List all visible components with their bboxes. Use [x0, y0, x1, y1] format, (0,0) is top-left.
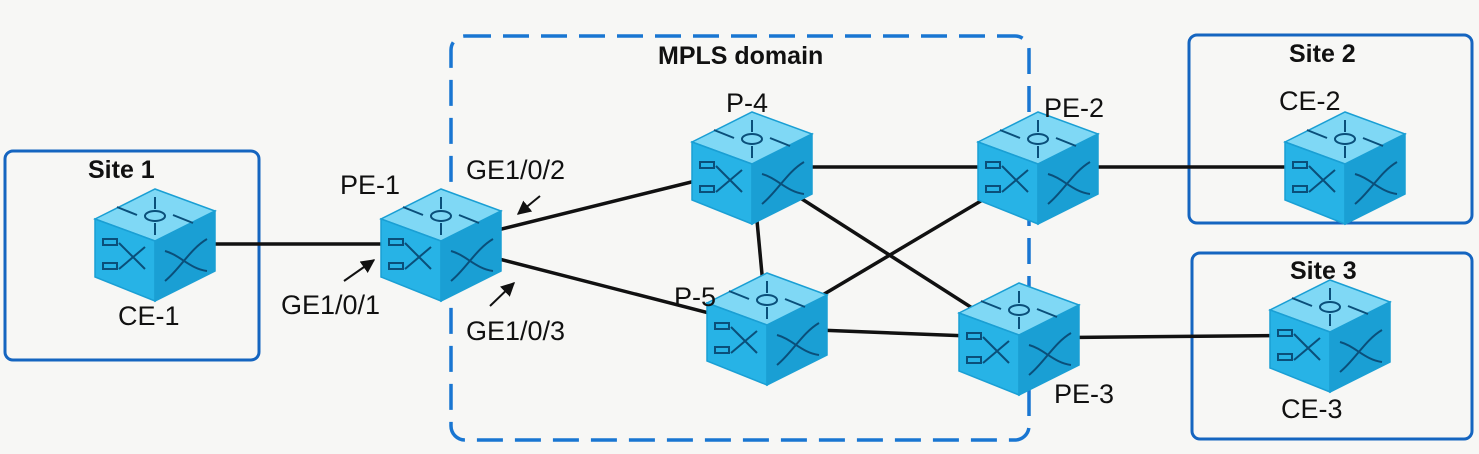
pe1-router-icon	[379, 188, 503, 303]
pe2-router-icon	[976, 111, 1100, 226]
ce3-router-icon	[1268, 279, 1392, 394]
device-label-ce2: CE-2	[1279, 86, 1341, 116]
device-label-ce3: CE-3	[1281, 394, 1343, 424]
interface-arrow-ge101	[343, 259, 376, 282]
interface-label-ge102: GE1/0/2	[466, 155, 566, 185]
p5-router-icon	[705, 272, 829, 387]
device-label-p4: P-4	[726, 88, 769, 118]
device-label-ce1: CE-1	[118, 301, 180, 331]
site-label-site1: Site 1	[88, 156, 155, 184]
interface-arrow-ge102	[516, 195, 541, 215]
pe3-router-icon	[957, 282, 1081, 397]
site-label-site2: Site 2	[1289, 40, 1356, 68]
device-label-pe1: PE-1	[340, 170, 401, 200]
device-label-p5: P-5	[674, 282, 717, 312]
device-label-pe2: PE-2	[1044, 93, 1105, 123]
interface-label-ge101: GE1/0/1	[281, 290, 381, 320]
devices-layer	[93, 111, 1407, 397]
ce2-router-icon	[1283, 111, 1407, 226]
interface-arrow-ge103	[489, 282, 516, 307]
site-box-site2	[1187, 33, 1474, 225]
ce1-router-icon	[93, 188, 217, 303]
device-label-pe3: PE-3	[1054, 379, 1115, 409]
site-box-site1	[3, 149, 261, 362]
site-label-site3: Site 3	[1290, 257, 1357, 285]
interface-label-ge103: GE1/0/3	[466, 316, 566, 346]
site-box-site3	[1190, 251, 1474, 441]
mpls-domain-label: MPLS domain	[658, 42, 824, 70]
p4-router-icon	[690, 111, 814, 226]
